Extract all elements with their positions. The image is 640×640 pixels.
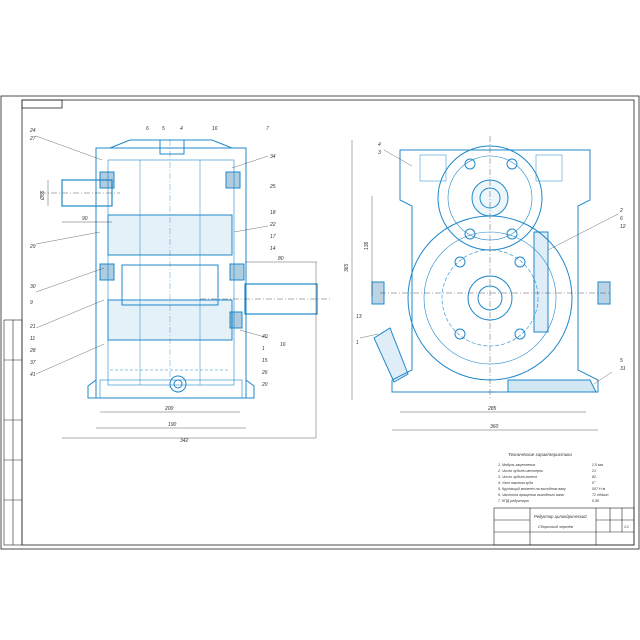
callout: 2 [619, 208, 623, 214]
callout: 9 [30, 300, 33, 306]
callout: 6 [620, 216, 623, 222]
doc-subtitle: Сборочный чертёж [538, 525, 574, 529]
right-callout-leaders [359, 149, 619, 385]
callout: 24 [29, 128, 36, 134]
notes-row: 5. Крутящий момент на выходном валу [498, 487, 566, 491]
notes-row: 4. Угол наклона зуба [498, 481, 533, 485]
notes-row: 2. Число зубьев шестерни [497, 469, 543, 473]
callout: 26 [261, 370, 268, 376]
notes-row-val: 72 об/мин [592, 493, 608, 497]
callout: 16 [212, 126, 218, 132]
dim-right-overall: 360 [490, 424, 499, 430]
dim-shaft-len: 90 [82, 216, 88, 222]
callout: 7 [266, 126, 269, 132]
callout: 1 [356, 340, 359, 346]
left-view-section [40, 139, 330, 399]
callout: 40 [262, 334, 268, 340]
right-view-dimensions [351, 140, 598, 431]
callout: 5 [620, 358, 623, 364]
notes-row: 1. Модуль зацепления [498, 463, 535, 467]
notes-row: 6. Частота вращения выходного вала [498, 493, 564, 497]
callout: 17 [270, 234, 276, 240]
callout: 22 [269, 222, 276, 228]
dim-height: 365 [344, 263, 350, 272]
callout: 27 [29, 136, 36, 142]
left-margin-stamps [3, 319, 23, 546]
callout: 28 [29, 348, 36, 354]
left-view-dimensions [47, 180, 317, 439]
notes-title: Технические характеристики [508, 452, 572, 457]
dim-center: 190 [168, 422, 177, 428]
callout: 37 [30, 360, 36, 366]
dim-right-base: 285 [487, 406, 497, 412]
callout: 13 [356, 314, 362, 320]
notes-row-val: 557 Н·м [592, 487, 606, 491]
callout: 20 [261, 382, 268, 388]
dim-side-h: 16 [280, 342, 286, 348]
doc-title: Редуктор цилиндрический [534, 514, 587, 519]
dim-out-shaft: 80 [278, 256, 284, 262]
left-callouts-right: 34 25 18 22 17 14 40 1 15 26 20 [261, 154, 276, 388]
doc-scale: 1:2 [624, 525, 629, 529]
notes-list: 1. Модуль зацепления 2,5 мм 2. Число зуб… [497, 463, 608, 503]
notes-row: 7. КПД редуктора [498, 499, 529, 503]
callout: 14 [270, 246, 276, 252]
callout: 34 [270, 154, 276, 160]
notes-row-val: 0° [592, 481, 596, 485]
callout: 1 [262, 346, 265, 352]
right-view-front [371, 136, 611, 400]
callout: 12 [620, 224, 626, 230]
notes-row: 3. Число зубьев колеса [498, 475, 537, 479]
notes-row-val: 0,95 [592, 499, 599, 503]
notes-row-val: 82 [592, 475, 596, 479]
callout: 41 [30, 372, 36, 378]
callout: 25 [269, 184, 276, 190]
callout: 21 [29, 324, 36, 330]
left-callouts-left: 24 27 29 30 9 21 11 28 37 41 [29, 128, 36, 378]
callout: 29 [29, 244, 36, 250]
dim-overall-w: 342 [180, 438, 189, 444]
right-callouts: 4 3 2 6 12 5 31 13 1 [356, 142, 626, 372]
left-callouts-top: 6 5 4 16 7 [146, 126, 269, 132]
callout: 3 [378, 150, 381, 156]
callout: 31 [620, 366, 626, 372]
left-callout-leaders [35, 135, 269, 375]
callout: 6 [146, 126, 149, 132]
callout: 11 [30, 336, 35, 342]
notes-row-val: 21 [591, 469, 596, 473]
notes-row-val: 2,5 мм [591, 463, 603, 467]
callout: 5 [162, 126, 165, 132]
callout: 30 [30, 284, 36, 290]
dim-shaft-dia: Ø55 [40, 190, 46, 201]
callout: 4 [180, 126, 183, 132]
callout: 4 [378, 142, 381, 148]
callout: 18 [270, 210, 276, 216]
title-block [493, 507, 635, 546]
callout: 15 [262, 358, 268, 364]
dim-base-w: 200 [164, 406, 174, 412]
dim-mid: 136 [364, 241, 370, 250]
